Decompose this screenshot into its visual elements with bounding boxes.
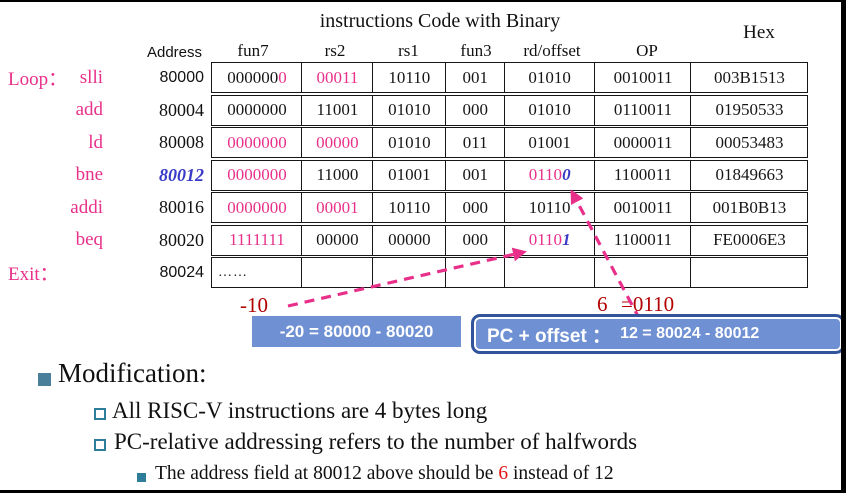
table-cell: 10110 <box>371 62 447 93</box>
table-cell: 01950533 <box>690 94 809 126</box>
row-label: ld <box>88 131 103 153</box>
table-cell: 01010 <box>503 94 596 126</box>
col-header-fun3: fun3 <box>460 41 492 60</box>
bullet-address-field-pre: The address field at 80012 above should … <box>155 463 499 484</box>
table-cell: 0000011 <box>594 127 693 158</box>
table-cell <box>371 257 447 288</box>
row-label: bne <box>75 164 103 185</box>
table-cell: 01849663 <box>690 159 809 191</box>
row-label: Loop：slli <box>8 66 103 91</box>
table-cell: 01001 <box>371 159 447 191</box>
table-cell: 0000000 <box>211 127 303 158</box>
table-cell: 10110 <box>371 192 447 223</box>
table-cell: 001 <box>445 159 506 191</box>
row-label: Exit： <box>8 264 59 285</box>
row-address: 80000 <box>159 68 205 86</box>
table-cell: 01001 <box>503 127 596 158</box>
pc-offset-value: 12 = 80024 - 80012 <box>620 325 760 342</box>
table-cell: 00000 <box>301 127 374 158</box>
table-cell: FE0006E3 <box>690 224 809 256</box>
table-cell: 0000000 <box>211 94 303 126</box>
table-cell: 11000 <box>301 159 374 191</box>
table-column-headers: Address fun7 rs2 rs1 fun3 rd/offset OP <box>8 39 696 61</box>
table-cell: 00001 <box>301 192 374 223</box>
table-cell: 0010011 <box>594 62 693 93</box>
table-cell: 00053483 <box>690 127 809 158</box>
row-label: add <box>75 99 103 120</box>
table-cell: 1111111 <box>211 224 303 256</box>
table-cell <box>301 257 374 288</box>
table-cell: 000 <box>445 94 506 126</box>
table-cell <box>690 257 809 288</box>
row-address: 80008 <box>159 132 204 152</box>
annotation-minus10: -10 <box>240 293 268 317</box>
bullet-address-field: The address field at 80012 above should … <box>155 463 614 485</box>
table-cell: 01010 <box>371 127 447 158</box>
table-cell: 00011 <box>301 62 374 93</box>
level3-bullet-square-icon <box>137 473 146 482</box>
row-address: 80004 <box>159 99 204 120</box>
address-header: Address <box>146 44 202 61</box>
level1-bullet-square-icon <box>38 373 51 386</box>
table-cell: 00000 <box>301 224 374 256</box>
bullet-4bytes: All RISC-V instructions are 4 bytes long <box>112 398 488 423</box>
table-cell: …… <box>211 257 303 288</box>
hex-column-header: Hex <box>743 22 775 43</box>
bullet-address-field-red-6: 6 <box>498 463 509 484</box>
table-cell: 003B1513 <box>690 62 809 93</box>
level2-bullet-square-icon <box>94 408 106 420</box>
table-cell: 11001 <box>301 94 374 126</box>
table-cell: 00000 <box>371 224 447 256</box>
table-cell: 011 <box>445 127 506 158</box>
table-cell: 0010011 <box>594 192 693 223</box>
level2-bullet-square-icon <box>94 439 106 451</box>
table-cell <box>594 257 693 288</box>
table-cell <box>445 257 506 288</box>
table-cell: 000 <box>445 224 506 256</box>
table-cell: 0110011 <box>594 94 693 126</box>
col-header-rs2: rs2 <box>324 41 346 60</box>
row-label: beq <box>75 229 103 250</box>
pc-offset-label: PC + offset ： <box>487 325 612 347</box>
table-cell: 0000000 <box>211 192 303 223</box>
offset-calc-callout: -20 = 80000 - 80020 <box>252 316 461 347</box>
bullet-pc-relative: PC-relative addressing refers to the num… <box>114 429 638 454</box>
row-address: 80012 <box>159 164 204 185</box>
table-title: instructions Code with Binary <box>319 10 561 32</box>
col-header-rs1: rs1 <box>398 41 419 60</box>
bullet-address-field-post: instead of 12 <box>508 463 614 484</box>
table-cell: 001B0B13 <box>690 192 809 223</box>
row-address: 80020 <box>159 229 204 250</box>
table-cell: 01010 <box>503 62 596 93</box>
table-cell: 0000000 <box>211 159 303 191</box>
table-cell: 01010 <box>371 94 447 126</box>
col-header-rd-offset: rd/offset <box>523 41 581 60</box>
table-cell: 001 <box>445 62 506 93</box>
row-label: addi <box>70 196 103 218</box>
table-row: Exit： 80024 …… <box>8 257 809 288</box>
table-cell <box>503 257 596 288</box>
table-cell: 1100011 <box>594 224 693 256</box>
table-cell: 10110 <box>503 192 596 223</box>
bullet-modification: Modification: <box>58 358 207 388</box>
table-cell: 1100011 <box>594 159 693 191</box>
table-cell: 000 <box>445 192 506 223</box>
row-address: 80016 <box>159 197 204 217</box>
col-header-fun7: fun7 <box>237 41 269 60</box>
pc-offset-callout: PC + offset ： 12 = 80024 - 80012 <box>471 314 841 354</box>
col-header-op: OP <box>636 41 658 60</box>
row-address: 80024 <box>159 263 205 281</box>
